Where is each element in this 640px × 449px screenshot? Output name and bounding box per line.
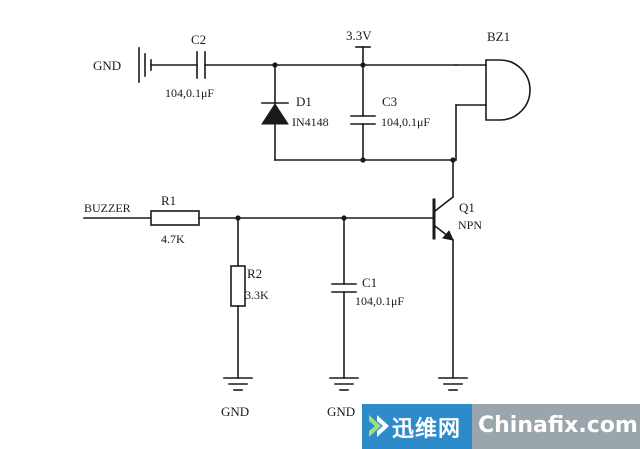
ground-symbol-r2 xyxy=(223,377,253,391)
transistor-q1 xyxy=(432,159,455,379)
vcc-label: 3.3V xyxy=(346,28,372,43)
d1-name: D1 xyxy=(296,94,312,109)
watermark-left-panel: 迅维网 xyxy=(362,404,472,449)
ground-symbol-top xyxy=(138,47,198,83)
ground-symbol-c1 xyxy=(329,377,359,391)
c2-name: C2 xyxy=(191,32,206,47)
c2-value: 104,0.1μF xyxy=(165,86,214,100)
capacitor-c3 xyxy=(350,64,376,161)
d1-part: IN4148 xyxy=(292,115,329,129)
diode-d1 xyxy=(261,64,289,161)
chevron-logo-icon xyxy=(369,415,389,437)
junction-dot xyxy=(360,157,366,163)
c1-name: C1 xyxy=(362,275,377,290)
c3-name: C3 xyxy=(382,94,397,109)
buzzer-bz1 xyxy=(455,59,531,121)
bz1-label: BZ1 xyxy=(487,29,510,44)
r1-value: 4.7K xyxy=(161,232,185,246)
q1-name: Q1 xyxy=(459,200,475,215)
r1-name: R1 xyxy=(161,193,176,208)
gnd-c1-label: GND xyxy=(327,404,355,419)
watermark-brand-en: Chinafix.com xyxy=(478,413,638,438)
watermark-brand-cn: 迅维网 xyxy=(392,417,462,442)
r2-value: 3.3K xyxy=(245,288,269,302)
resistor-r2 xyxy=(230,217,246,379)
gnd-top-label: GND xyxy=(93,58,121,73)
watermark-right-panel: Chinafix.com xyxy=(472,404,640,449)
c3-value: 104,0.1μF xyxy=(381,115,430,129)
c1-value: 104,0.1μF xyxy=(355,294,404,308)
capacitor-c2 xyxy=(196,51,457,79)
r2-name: R2 xyxy=(247,266,262,281)
buzzer-net-label: BUZZER xyxy=(84,201,131,215)
ground-symbol-q1 xyxy=(438,377,468,391)
resistor-r1 xyxy=(150,210,200,226)
watermark-banner: 迅维网 Chinafix.com xyxy=(362,404,640,449)
capacitor-c1 xyxy=(331,217,357,379)
q1-type: NPN xyxy=(458,218,482,232)
vcc-symbol xyxy=(355,46,371,66)
gnd-r2-label: GND xyxy=(221,404,249,419)
